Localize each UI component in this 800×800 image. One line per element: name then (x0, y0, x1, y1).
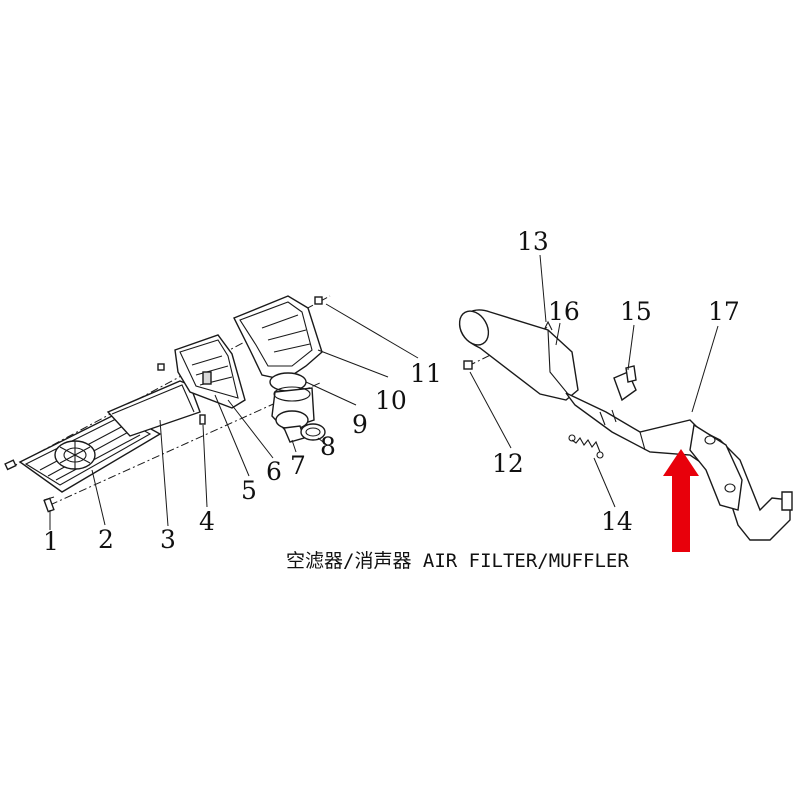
part-10-intake-boot (233, 295, 323, 392)
leader-line (593, 457, 616, 508)
leader-line (555, 322, 561, 346)
leader-line (202, 424, 208, 508)
leader-line (305, 381, 357, 406)
callout-1: 1 (43, 527, 59, 556)
callout-9: 9 (352, 410, 368, 439)
leader-line (539, 254, 547, 323)
part-1-screw (43, 496, 55, 513)
callout-16: 16 (548, 297, 580, 326)
callout-15: 15 (620, 297, 652, 326)
callout-2: 2 (98, 525, 114, 554)
part-2-filter-cover (18, 411, 162, 493)
leader-line (317, 437, 328, 446)
part-14-spring (568, 434, 604, 459)
leader-line (627, 324, 635, 371)
part-16-silencer (458, 309, 579, 401)
part-12-bolt (463, 360, 473, 370)
callout-4: 4 (199, 507, 215, 536)
callout-3: 3 (160, 525, 176, 554)
part-15-bracket (613, 365, 637, 402)
assembly-axis-line (9, 295, 331, 469)
part-3-filter-element (106, 380, 201, 437)
leader-line (91, 469, 106, 526)
diagram-caption: 空滤器/消声器 AIR FILTER/MUFFLER (286, 550, 629, 572)
leader-line (227, 399, 274, 459)
leader-line (317, 349, 389, 378)
leader-line (691, 325, 719, 413)
callout-8: 8 (320, 432, 336, 461)
callout-14: 14 (601, 507, 633, 536)
callout-7: 7 (290, 451, 306, 480)
leader-line (214, 394, 250, 477)
callout-13: 13 (517, 227, 549, 256)
callout-11: 11 (410, 359, 442, 388)
callout-12: 12 (492, 449, 524, 478)
screw-small (4, 459, 17, 471)
leader-line (159, 419, 169, 527)
part-4-screw (199, 414, 206, 425)
leader-line (469, 371, 512, 449)
highlight-arrow (663, 449, 699, 552)
part-17-exhaust-pipe (565, 392, 793, 541)
part-8-hose-clamp (300, 423, 326, 441)
leader-line (291, 439, 297, 453)
callout-5: 5 (241, 476, 257, 505)
callout-6: 6 (266, 457, 282, 486)
callout-10: 10 (375, 386, 407, 415)
screw-small (157, 363, 165, 371)
part-5-6-filter-housing (174, 334, 246, 409)
part-11-nut (314, 296, 323, 305)
callout-17: 17 (708, 297, 740, 326)
part-9-connector (271, 386, 315, 431)
leader-line (325, 303, 419, 359)
